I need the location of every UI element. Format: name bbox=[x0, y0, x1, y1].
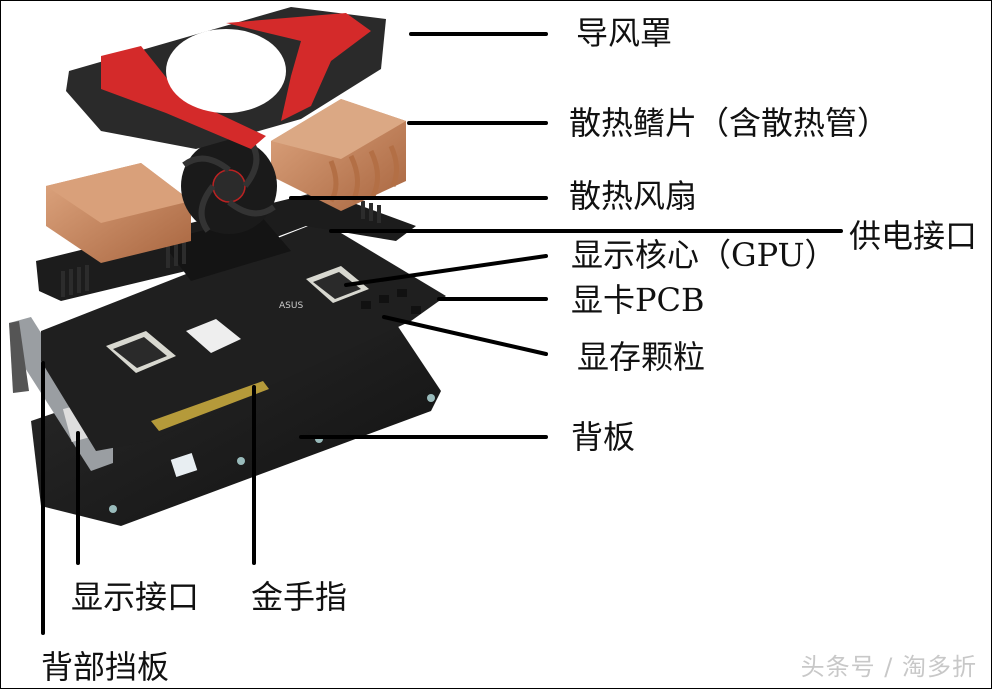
leader-lines bbox=[41, 32, 843, 635]
label-backplate: 背板 bbox=[571, 418, 636, 456]
label-heatsink-fins: 散热鳍片（含散热管） bbox=[569, 104, 890, 142]
label-display-ports: 显示接口 bbox=[71, 578, 200, 616]
label-power-connector: 供电接口 bbox=[849, 217, 978, 255]
backplate-shape bbox=[31, 301, 441, 526]
label-gpu-core: 显示核心（GPU） bbox=[571, 236, 837, 274]
left-heatsink-shape bbox=[46, 163, 191, 263]
svg-text:ASUS: ASUS bbox=[279, 301, 303, 311]
label-memory-chips: 显存颗粒 bbox=[577, 338, 706, 376]
label-fan: 散热风扇 bbox=[569, 177, 698, 215]
label-shroud: 导风罩 bbox=[576, 14, 673, 52]
cooling-frame-shape bbox=[36, 191, 416, 301]
watermark: 头条号 / 淘多折 bbox=[800, 653, 977, 681]
fan-shape bbox=[181, 138, 277, 234]
label-rear-bracket: 背部挡板 bbox=[41, 648, 170, 686]
label-pcb: 显卡PCB bbox=[571, 281, 705, 319]
label-gold-fingers: 金手指 bbox=[251, 578, 348, 616]
right-heatsink-shape bbox=[271, 99, 406, 211]
shroud-shape bbox=[66, 7, 386, 149]
pcb-shape: ASUS bbox=[41, 221, 446, 451]
